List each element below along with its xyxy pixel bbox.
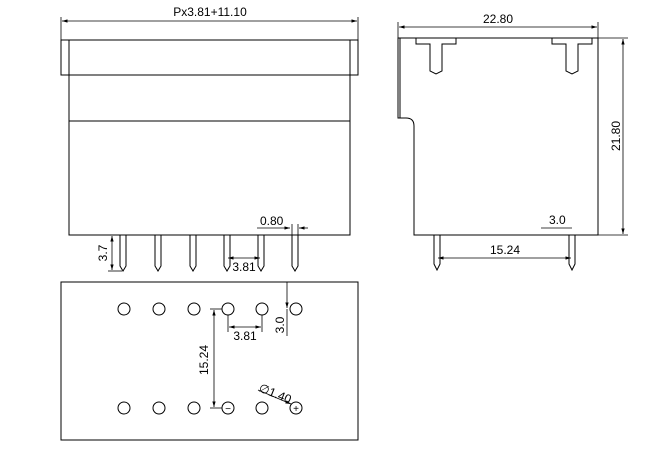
pcb-offset-dim: 3.0: [273, 316, 287, 333]
pcb-hole-leader: [257, 389, 292, 405]
front-view: Px3.81+11.10 3.7 0.80 3.81: [60, 5, 359, 274]
front-pin-pitch-dim: 3.81: [232, 260, 256, 274]
side-width-dim: 22.80: [483, 12, 513, 26]
pcb-holes-bottom-row: [117, 401, 303, 415]
pcb-hole: [289, 401, 303, 415]
front-top-strip: [60, 39, 359, 76]
front-width-dim: Px3.81+11.10: [173, 5, 247, 19]
side-height-dim: 21.80: [609, 121, 623, 151]
side-latch-left: [415, 38, 457, 75]
front-pin-6: [291, 235, 299, 272]
side-pin-right: [568, 235, 576, 272]
front-pin-4: [223, 235, 231, 272]
pcb-outline: [60, 281, 359, 441]
front-pin-3: [189, 235, 197, 272]
front-pins: [119, 235, 299, 272]
pcb-hole: [117, 401, 131, 415]
side-latch-right: [551, 38, 593, 75]
pcb-hole: [221, 302, 235, 316]
side-pin-length-dim: 3.0: [549, 213, 566, 227]
pcb-holes-top-row: [117, 302, 303, 316]
plus-mark-icon: +: [293, 404, 299, 415]
pcb-hole: [152, 302, 166, 316]
minus-mark-icon: −: [225, 404, 231, 415]
side-view: 22.80 21.80 3.0 15.24: [397, 12, 628, 272]
pcb-row-spacing-dim: 15.24: [197, 345, 211, 375]
front-pin-1: [119, 235, 127, 272]
front-pin-2: [154, 235, 162, 272]
front-pin-length-dim: 3.7: [96, 244, 110, 261]
front-body: [68, 74, 351, 236]
pcb-hole: [255, 401, 269, 415]
pcb-hole: [117, 302, 131, 316]
pcb-pitch-dim: 3.81: [233, 329, 257, 343]
pcb-layout-view: − + 3.81 3.0 15.24 ∅1.40: [60, 281, 359, 441]
front-pin-width-dim: 0.80: [260, 214, 284, 228]
side-pin-left: [433, 235, 441, 272]
pcb-hole: [187, 401, 201, 415]
side-body: [397, 37, 599, 236]
pcb-hole: [152, 401, 166, 415]
pcb-hole: [255, 302, 269, 316]
pcb-hole: [187, 302, 201, 316]
pcb-hole: [289, 302, 303, 316]
side-pin-spacing-dim: 15.24: [490, 243, 520, 257]
front-pin-5: [257, 235, 265, 272]
